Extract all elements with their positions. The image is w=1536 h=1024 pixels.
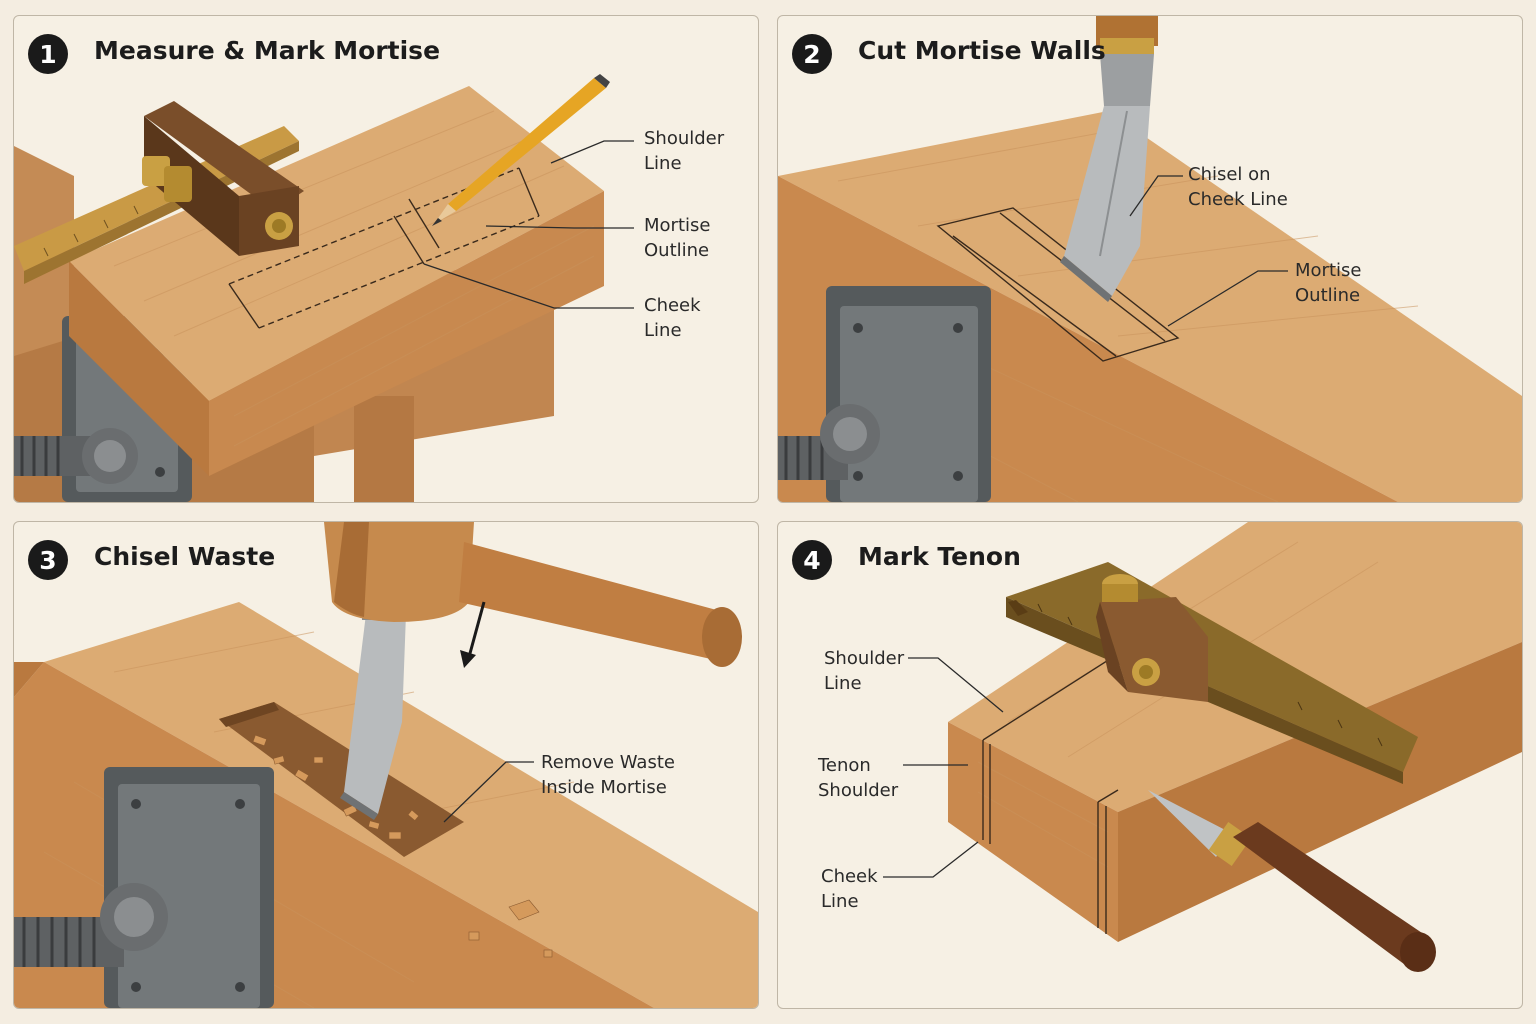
- step-number-badge: 2: [792, 34, 832, 74]
- callout-cheek-line: Cheek Line: [644, 295, 701, 341]
- workpiece-board: [69, 86, 604, 476]
- step-number-badge: 4: [792, 540, 832, 580]
- panel-title: Chisel Waste: [94, 542, 276, 571]
- chisel: [1060, 16, 1158, 302]
- callout-tenon-shoulder: Tenon Shoulder: [818, 755, 899, 801]
- illustration-mallet-chisel-waste: [14, 522, 758, 1008]
- marking-gauge: [14, 101, 304, 284]
- panel-mark-tenon: 4 Mark Tenon Shoulder Line Tenon Shoulde…: [777, 521, 1523, 1009]
- callout-shoulder-line: Shoulder Line: [824, 648, 905, 694]
- callout-shoulder-line: Shoulder Line: [644, 128, 725, 174]
- panel-title: Mark Tenon: [858, 542, 1021, 571]
- panel-cut-mortise-walls: 2 Cut Mortise Walls Chisel on Cheek Line…: [777, 15, 1523, 503]
- illustration-marking-gauge-pencil: [14, 74, 634, 502]
- callout-mortise-outline: Mortise Outline: [1295, 260, 1362, 306]
- step-number-badge: 1: [28, 34, 68, 74]
- panel-chisel-waste: 3 Chisel Waste Remove Waste Inside Morti…: [13, 521, 759, 1009]
- bench-vise: [778, 286, 991, 502]
- step-number-badge: 3: [28, 540, 68, 580]
- callout-cheek-line: Cheek Line: [821, 866, 878, 912]
- wood-chips: [252, 734, 420, 840]
- pencil: [432, 74, 610, 226]
- marking-gauge: [1006, 562, 1418, 784]
- panel-measure-mark-mortise: 1 Measure & Mark Mortise Shoulder Line M…: [13, 15, 759, 503]
- callout-remove-waste: Remove Waste Inside Mortise: [541, 752, 675, 798]
- callout-mortise-outline: Mortise Outline: [644, 215, 711, 261]
- callout-chisel-on-cheek-line: Chisel on Cheek Line: [1188, 164, 1288, 210]
- mallet: [324, 522, 742, 667]
- illustration-marking-knife-gauge: [883, 522, 1522, 972]
- bench-vise: [14, 767, 274, 1008]
- panel-title: Measure & Mark Mortise: [94, 36, 441, 65]
- panel-title: Cut Mortise Walls: [858, 36, 1106, 65]
- workpiece-board: [948, 522, 1522, 942]
- illustration-chisel-on-line: [778, 16, 1522, 502]
- downward-motion-arrow: [460, 601, 486, 668]
- marking-knife: [1148, 790, 1436, 972]
